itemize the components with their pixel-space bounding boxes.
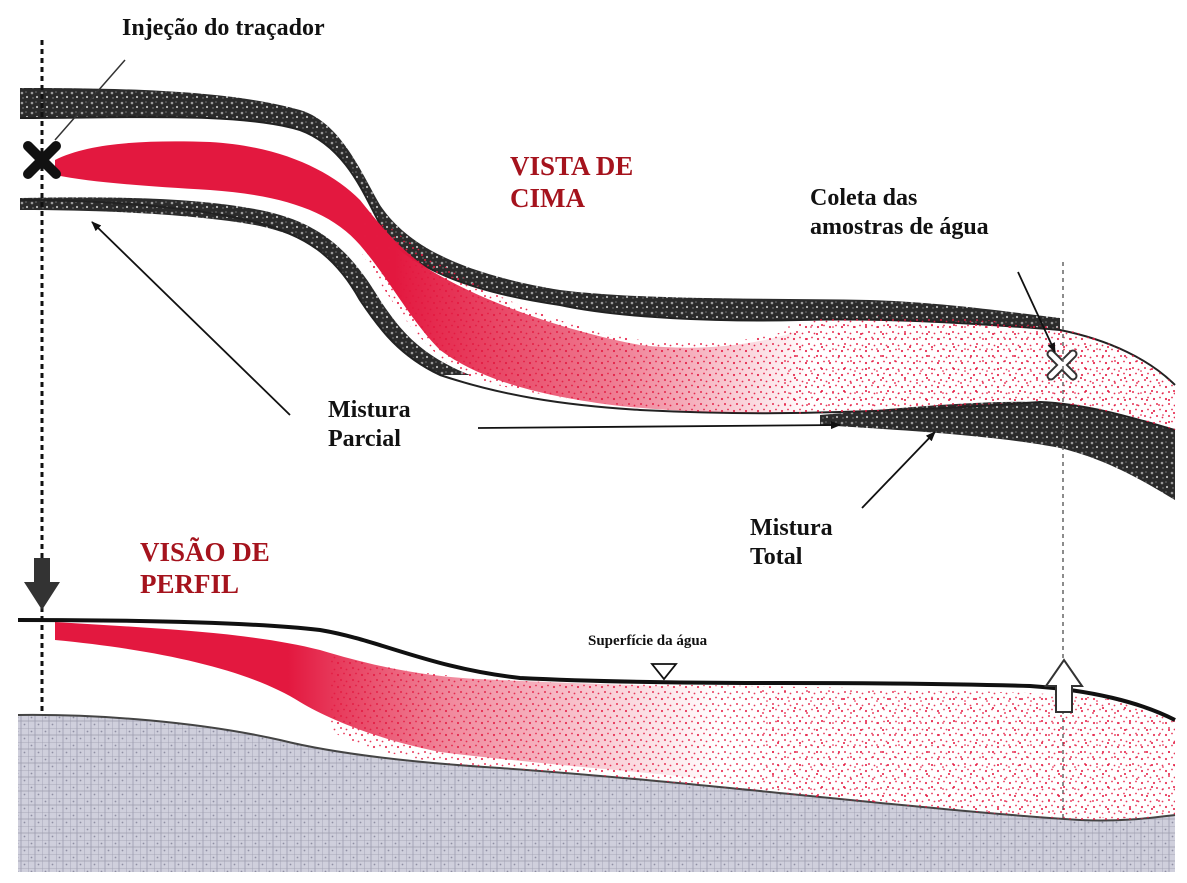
total-mixing-line1: Mistura	[750, 514, 833, 543]
partial-mixing-label: Mistura Parcial	[328, 396, 411, 454]
partial-mixing-arrow-horizontal	[478, 425, 840, 428]
water-surface-label: Superfície da água	[588, 632, 707, 650]
top-view-title-line2: CIMA	[510, 182, 633, 214]
total-mixing-line2: Total	[750, 543, 833, 572]
sample-collection-line1: Coleta das	[810, 184, 989, 213]
partial-mixing-line1: Mistura	[328, 396, 411, 425]
total-mixing-label: Mistura Total	[750, 514, 833, 572]
sample-collection-line2: amostras de água	[810, 213, 989, 242]
total-mixing-arrow	[862, 432, 935, 508]
down-arrow-icon	[24, 558, 60, 610]
lower-riverbank-right	[820, 402, 1175, 500]
profile-view-title-line1: VISÃO DE	[140, 536, 270, 568]
top-view-title: VISTA DE CIMA	[510, 150, 633, 215]
partial-mixing-arrow-diagonal	[92, 222, 290, 415]
water-surface-marker-icon	[652, 664, 676, 679]
profile-view-title-line2: PERFIL	[140, 568, 270, 600]
profile-view-title: VISÃO DE PERFIL	[140, 536, 270, 601]
injection-label: Injeção do traçador	[122, 14, 325, 43]
sample-collection-label: Coleta das amostras de água	[810, 184, 989, 242]
top-view-title-line1: VISTA DE	[510, 150, 633, 182]
partial-mixing-line2: Parcial	[328, 425, 411, 454]
